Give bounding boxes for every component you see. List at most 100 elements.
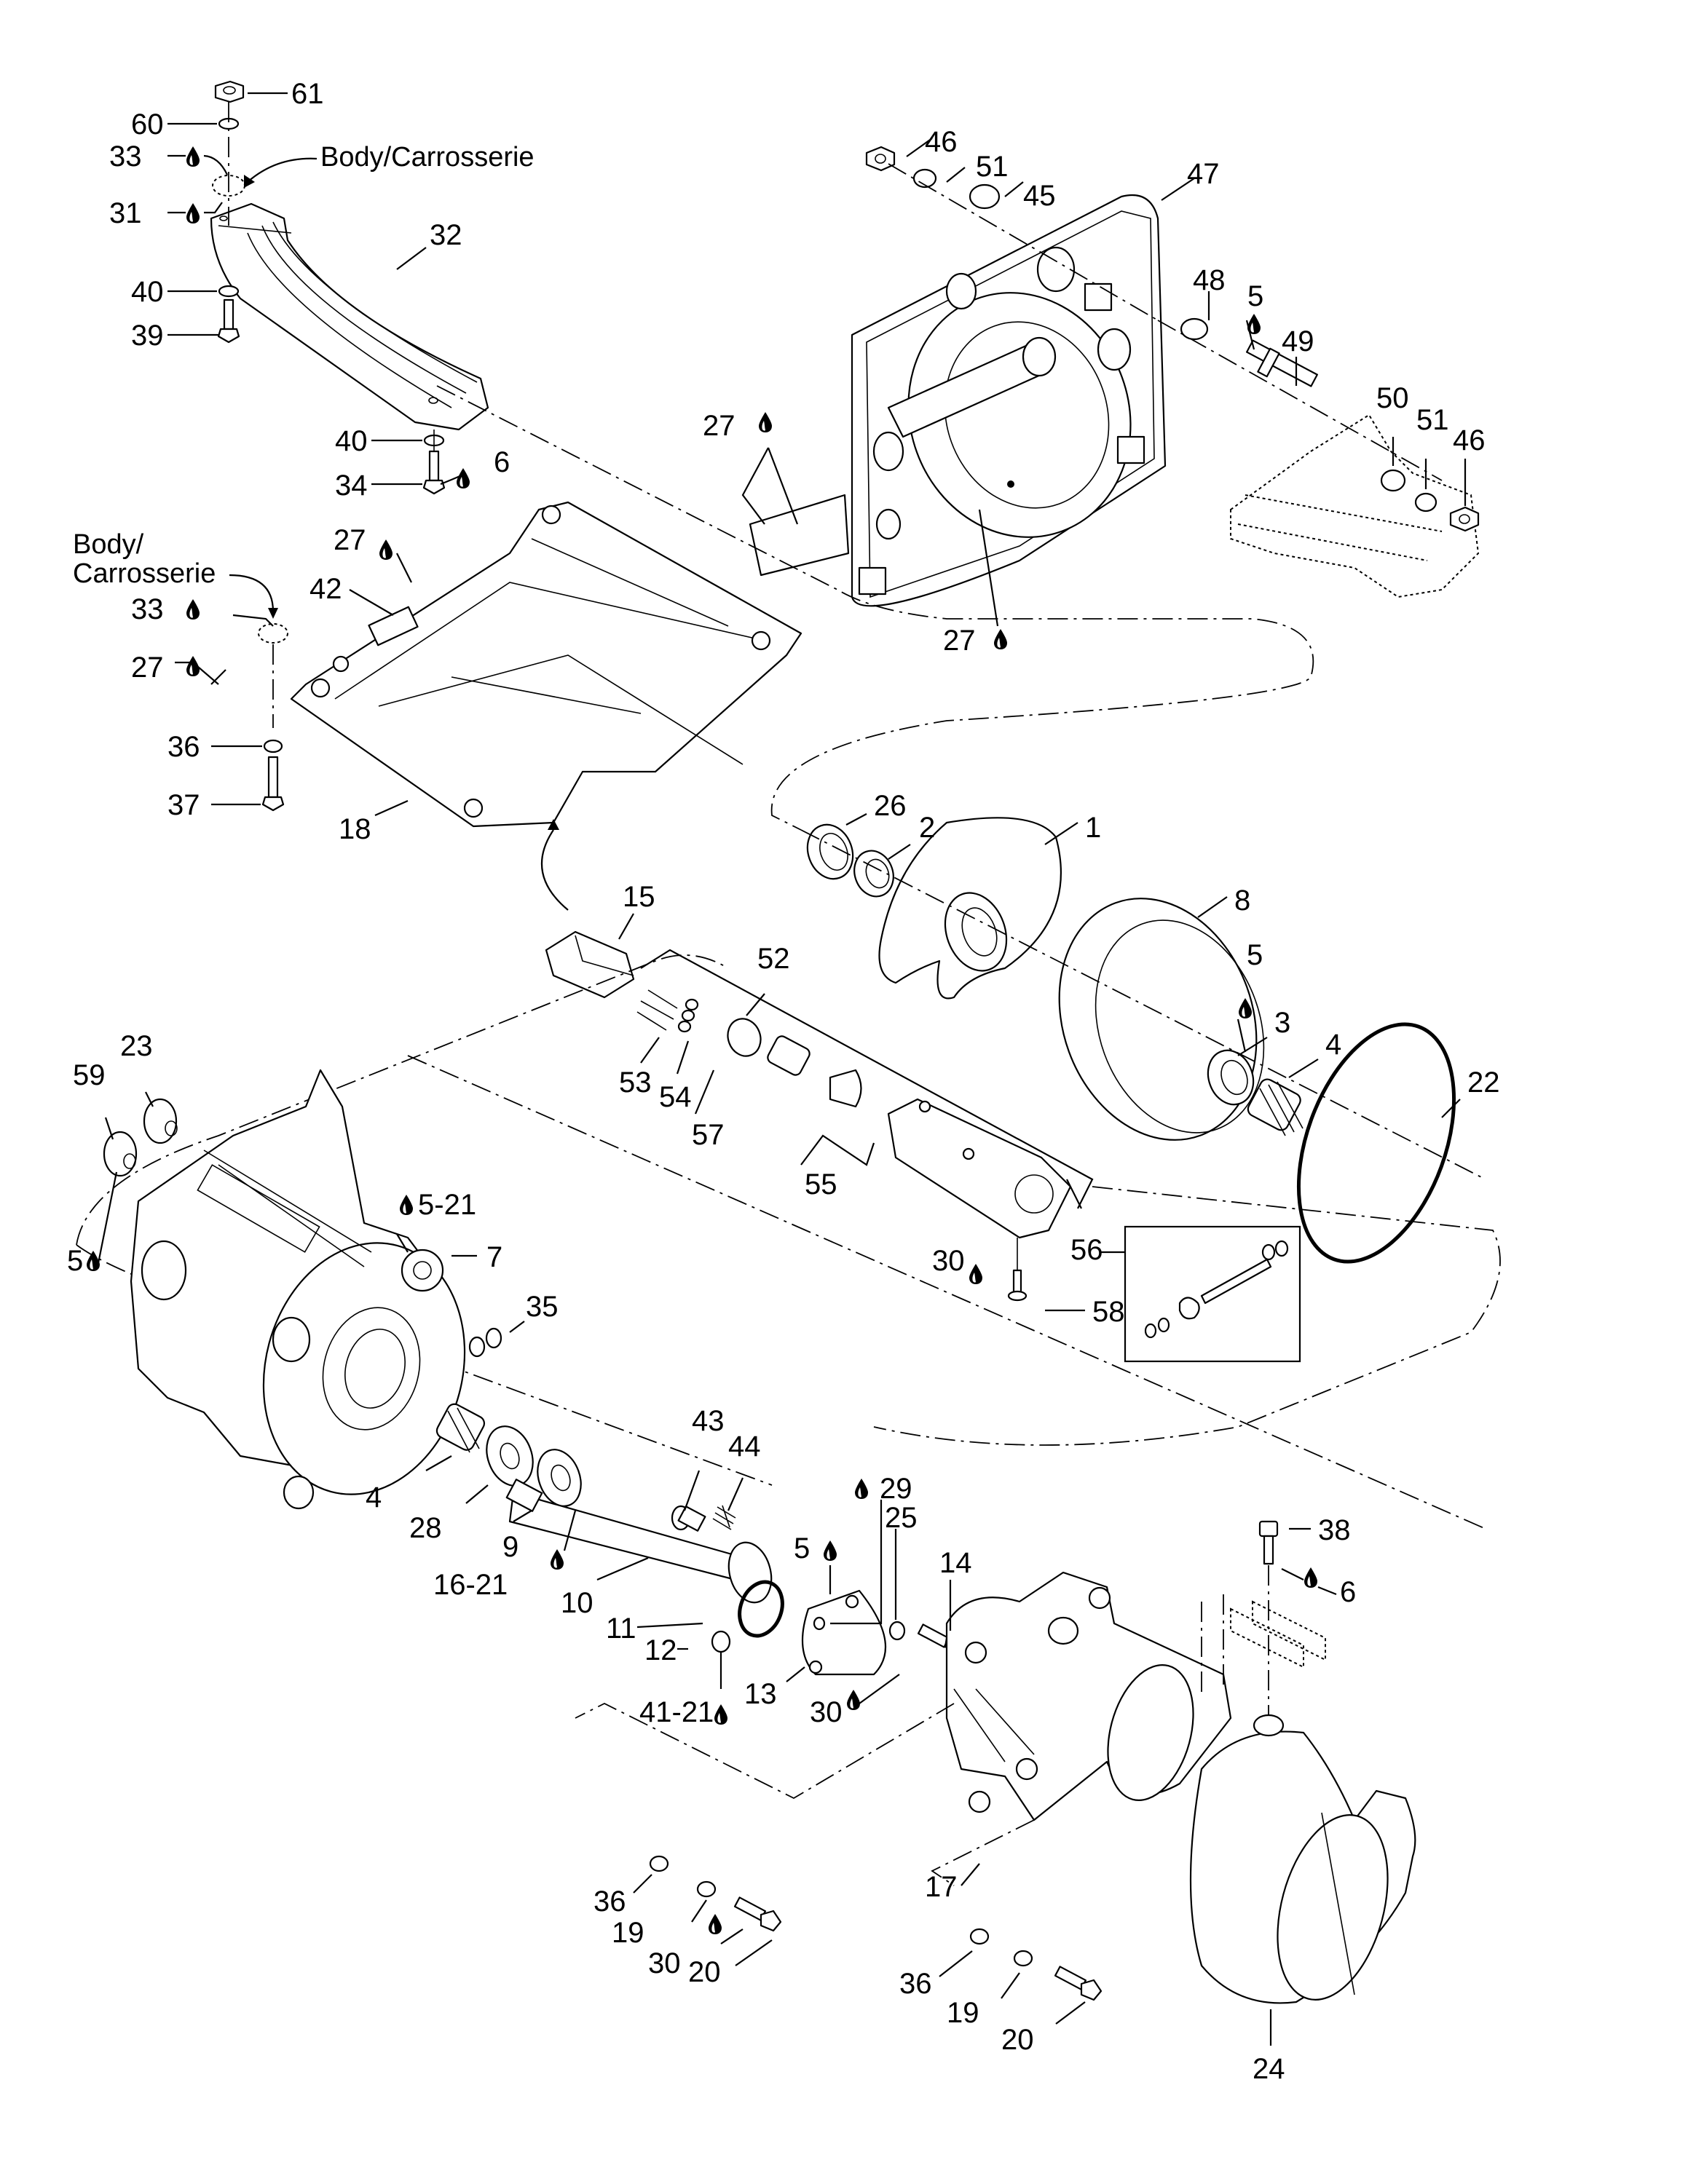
callout-6: 6 — [494, 446, 510, 478]
spring-44 — [712, 1505, 736, 1530]
callout-39: 39 — [131, 320, 164, 352]
seal-3 — [1207, 1049, 1255, 1106]
nut-57 — [727, 1018, 762, 1057]
callout-44: 44 — [728, 1431, 761, 1463]
callout-53: 53 — [619, 1067, 652, 1099]
washer-48 — [1180, 317, 1209, 341]
arrow-icon — [548, 819, 559, 830]
screw-37 — [261, 756, 285, 812]
callout-19: 19 — [612, 1917, 644, 1949]
screw-58 — [1007, 1238, 1028, 1302]
callout-30: 30 — [932, 1245, 965, 1277]
annotation-body-left-2: Carrosserie — [73, 558, 216, 589]
drop-icon — [379, 539, 393, 560]
annotation-arrow — [247, 157, 318, 183]
callout-5b: 5 — [1247, 939, 1263, 971]
callout-32: 32 — [430, 219, 462, 251]
callout-31: 31 — [109, 197, 142, 229]
assembly-path — [931, 1819, 1035, 1886]
drop-icon — [714, 1704, 727, 1725]
annotation-body-top: Body/Carrosserie — [320, 142, 535, 173]
callout-labels: 61 60 33 31 32 40 39 40 34 6 27 42 33 27… — [67, 78, 1500, 2085]
callout-33: 33 — [109, 141, 142, 173]
drop-icon — [87, 1251, 100, 1271]
assembly-path — [436, 385, 1314, 831]
support-bracket — [210, 202, 489, 431]
callout-33b: 33 — [131, 593, 164, 625]
callout-57: 57 — [692, 1119, 725, 1151]
drop-icon — [551, 1549, 564, 1570]
callout-7: 7 — [486, 1241, 502, 1273]
callout-55: 55 — [805, 1168, 837, 1200]
wire-route — [540, 829, 569, 911]
callout-25: 25 — [885, 1502, 918, 1534]
arrow-icon — [268, 608, 278, 619]
lock-washer-19a — [696, 1880, 717, 1898]
callout-17: 17 — [925, 1871, 958, 1903]
callout-46b: 46 — [1453, 424, 1486, 456]
callout-36c: 36 — [899, 1968, 932, 2000]
axis-line — [888, 163, 1159, 321]
wear-ring — [1058, 898, 1265, 1141]
drop-icon — [186, 656, 200, 676]
nut-46 — [865, 146, 896, 172]
callout-36: 36 — [167, 731, 200, 763]
callout-29: 29 — [880, 1473, 912, 1505]
assembly-path — [1201, 1594, 1224, 1696]
plug-12 — [711, 1630, 731, 1653]
washer-45 — [969, 183, 1001, 210]
lock-washer-51 — [912, 168, 937, 189]
drop-icon — [969, 1264, 982, 1284]
screw-20a — [733, 1896, 782, 1932]
ride-plate — [290, 501, 802, 828]
needle-bearing-4b — [435, 1403, 486, 1453]
axis-line — [1157, 320, 1443, 481]
connector-15 — [545, 930, 635, 999]
callout-26: 26 — [874, 790, 907, 822]
callout-56: 56 — [1070, 1234, 1103, 1266]
callout-38: 38 — [1318, 1514, 1351, 1546]
drop-icon — [759, 412, 772, 432]
callout-27c: 27 — [703, 410, 735, 442]
lock-washer-19b — [1013, 1950, 1033, 1967]
callout-4: 4 — [1325, 1029, 1341, 1061]
callout-40b: 40 — [335, 425, 368, 457]
mount-ghost — [1230, 414, 1480, 598]
nut-61 — [214, 80, 245, 103]
callout-43: 43 — [692, 1405, 725, 1437]
callout-6b: 6 — [1340, 1576, 1356, 1608]
callout-2: 2 — [919, 812, 935, 844]
callout-28: 28 — [409, 1512, 442, 1544]
nozzle — [1189, 1714, 1416, 2004]
drop-icon — [400, 1195, 413, 1215]
pump-housing — [130, 1069, 466, 1510]
callout-49: 49 — [1282, 325, 1314, 357]
seal-2 — [853, 850, 894, 898]
drop-icon — [186, 203, 200, 223]
callout-5c: 5 — [67, 1245, 83, 1277]
screw-39 — [217, 298, 240, 344]
assembly-path — [76, 954, 729, 1246]
callout-45: 45 — [1023, 180, 1056, 212]
callout-54: 54 — [659, 1081, 692, 1113]
body-hole-ghost-2 — [258, 623, 288, 644]
callout-47: 47 — [1187, 158, 1220, 190]
callout-13: 13 — [744, 1678, 777, 1710]
callout-5: 5 — [1247, 280, 1263, 312]
bushing-23 — [143, 1098, 178, 1144]
nut-46b — [1449, 506, 1480, 532]
callout-8: 8 — [1234, 885, 1250, 917]
callout-5-21: 5-21 — [418, 1189, 476, 1221]
callout-34: 34 — [335, 470, 368, 502]
callout-10: 10 — [561, 1587, 593, 1619]
detail-inset — [1124, 1225, 1301, 1363]
callout-30b: 30 — [810, 1696, 843, 1728]
callout-leaders — [97, 92, 1467, 2046]
callout-16-21: 16-21 — [433, 1569, 508, 1601]
callout-30c: 30 — [648, 1947, 681, 1979]
callout-27: 27 — [334, 524, 366, 556]
bushing-59 — [103, 1131, 138, 1177]
screw-38 — [1258, 1520, 1279, 1565]
o-ring-11 — [738, 1580, 784, 1638]
